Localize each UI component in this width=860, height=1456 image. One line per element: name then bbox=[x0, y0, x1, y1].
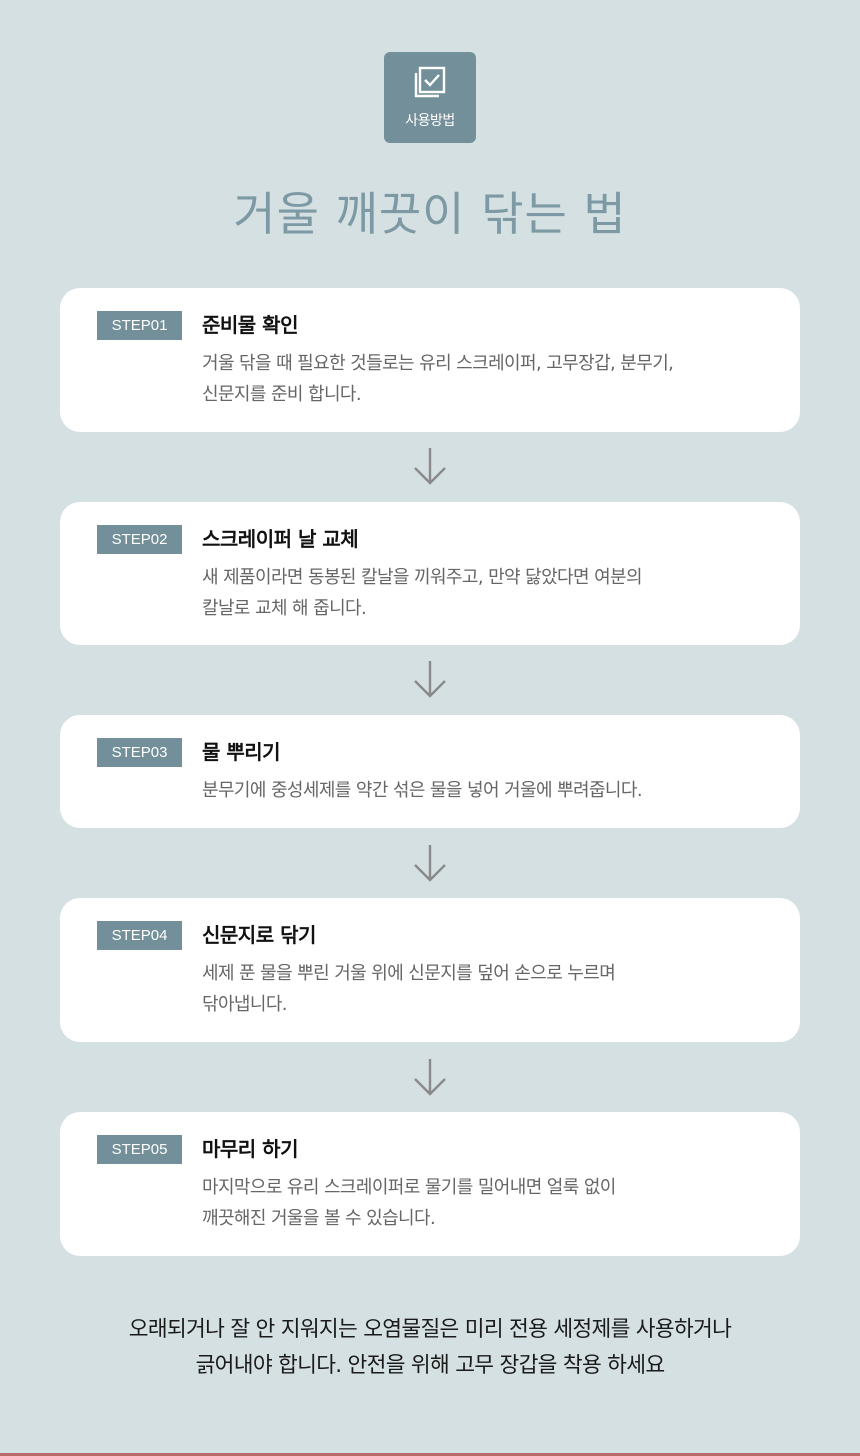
step-description-line: 새 제품이라면 동봉된 칼날을 끼워주고, 만약 닳았다면 여분의 bbox=[202, 567, 643, 588]
step-tag: STEP01 bbox=[97, 311, 182, 340]
step-tag: STEP04 bbox=[97, 921, 182, 950]
step-description-line: 마지막으로 유리 스크레이퍼로 물기를 밀어내면 얼룩 없이 bbox=[202, 1177, 616, 1198]
step-tag: STEP03 bbox=[97, 738, 182, 767]
bottom-divider bbox=[0, 1453, 860, 1456]
step-description-line: 분무기에 중성세제를 약간 섞은 물을 넣어 거울에 뿌려줍니다. bbox=[202, 780, 643, 801]
step-description: 마지막으로 유리 스크레이퍼로 물기를 밀어내면 얼룩 없이 깨끗해진 거울을 … bbox=[202, 1172, 782, 1234]
step-card-4: STEP04 신문지로 닦기 세제 푼 물을 뿌린 거울 위에 신문지를 덮어 … bbox=[60, 898, 800, 1042]
badge-label: 사용방법 bbox=[405, 113, 455, 129]
page-title: 거울 깨끗이 닦는 법 bbox=[233, 187, 627, 241]
usage-badge: 사용방법 bbox=[384, 52, 476, 143]
step-description-line: 깨끗해진 거울을 볼 수 있습니다. bbox=[202, 1208, 436, 1229]
safety-note-line: 긁어내야 합니다. 안전을 위해 고무 장갑을 착용 하세요 bbox=[195, 1353, 666, 1378]
step-tag: STEP02 bbox=[97, 525, 182, 554]
step-description: 거울 닦을 때 필요한 것들로는 유리 스크레이퍼, 고무장갑, 분무기, 신문… bbox=[202, 348, 782, 410]
arrow-down-icon bbox=[414, 845, 446, 882]
step-description-line: 칼날로 교체 해 줍니다. bbox=[202, 598, 367, 619]
safety-note-line: 오래되거나 잘 안 지워지는 오염물질은 미리 전용 세정제를 사용하거나 bbox=[128, 1317, 732, 1342]
checklist-icon bbox=[414, 66, 446, 98]
step-tag: STEP05 bbox=[97, 1135, 182, 1164]
step-title: 스크레이퍼 날 교체 bbox=[202, 527, 359, 551]
step-card-2: STEP02 스크레이퍼 날 교체 새 제품이라면 동봉된 칼날을 끼워주고, … bbox=[60, 502, 800, 645]
step-title: 마무리 하기 bbox=[202, 1137, 298, 1161]
step-description: 새 제품이라면 동봉된 칼날을 끼워주고, 만약 닳았다면 여분의 칼날로 교체… bbox=[202, 562, 782, 624]
step-card-5: STEP05 마무리 하기 마지막으로 유리 스크레이퍼로 물기를 밀어내면 얼… bbox=[60, 1112, 800, 1256]
step-title: 물 뿌리기 bbox=[202, 740, 281, 764]
step-description-line: 세제 푼 물을 뿌린 거울 위에 신문지를 덮어 손으로 누르며 bbox=[202, 963, 616, 984]
step-description-line: 거울 닦을 때 필요한 것들로는 유리 스크레이퍼, 고무장갑, 분무기, bbox=[202, 353, 674, 374]
step-description-line: 닦아냅니다. bbox=[202, 994, 288, 1015]
step-card-3: STEP03 물 뿌리기 분무기에 중성세제를 약간 섞은 물을 넣어 거울에 … bbox=[60, 715, 800, 828]
safety-note: 오래되거나 잘 안 지워지는 오염물질은 미리 전용 세정제를 사용하거나 긁어… bbox=[30, 1312, 830, 1384]
step-description: 분무기에 중성세제를 약간 섞은 물을 넣어 거울에 뿌려줍니다. bbox=[202, 775, 782, 806]
step-title: 준비물 확인 bbox=[202, 313, 298, 337]
step-description-line: 신문지를 준비 합니다. bbox=[202, 384, 362, 405]
arrow-down-icon bbox=[414, 448, 446, 485]
arrow-down-icon bbox=[414, 661, 446, 698]
step-card-1: STEP01 준비물 확인 거울 닦을 때 필요한 것들로는 유리 스크레이퍼,… bbox=[60, 288, 800, 432]
step-title: 신문지로 닦기 bbox=[202, 923, 316, 947]
step-description: 세제 푼 물을 뿌린 거울 위에 신문지를 덮어 손으로 누르며 닦아냅니다. bbox=[202, 958, 782, 1020]
arrow-down-icon bbox=[414, 1059, 446, 1096]
